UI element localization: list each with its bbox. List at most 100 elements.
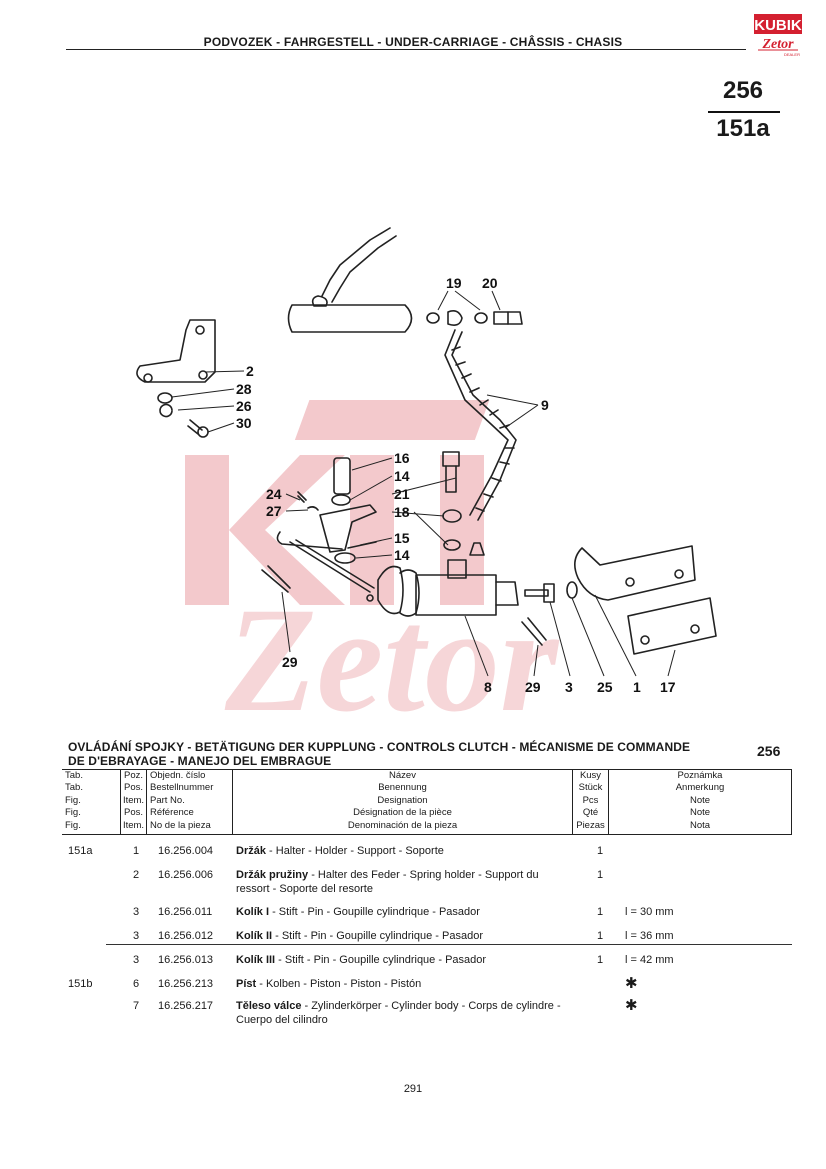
header-line: Designation — [377, 794, 428, 806]
cell-description: Držák - Halter - Holder - Support - Sopo… — [236, 844, 566, 858]
cell-note: l = 42 mm — [625, 954, 674, 966]
header-line: Item. — [122, 794, 145, 806]
cell-quantity: 1 — [596, 906, 604, 918]
header-line: No de la pieza — [150, 819, 211, 831]
callout-29-left: 29 — [282, 654, 298, 670]
kubik-zetor-logo: KUBIK Zetor DEALER — [754, 14, 802, 57]
header-line: Pcs — [582, 794, 599, 806]
cell-quantity: 1 — [596, 845, 604, 857]
cell-description: Těleso válce - Zylinderkörper - Cylinder… — [236, 999, 566, 1027]
description-name-cs: Píst — [236, 978, 257, 990]
header-line: Fig. — [65, 807, 81, 819]
description-translations: - Halter des Feder - Spring holder - Sup… — [236, 869, 539, 895]
cell-quantity: 1 — [596, 954, 604, 966]
cell-tab: 151b — [68, 978, 93, 990]
cell-quantity: 1 — [596, 869, 604, 881]
callout-29-right: 29 — [525, 679, 541, 695]
header-line: Nota — [689, 819, 711, 831]
callout-25: 25 — [597, 679, 613, 695]
page-footer-number: 291 — [403, 1083, 423, 1095]
cell-part-number: 16.256.012 — [158, 930, 214, 942]
logo-dealer-text: DEALER — [784, 52, 800, 57]
cell-note: l = 36 mm — [625, 930, 674, 942]
cell-description: Držák pružiny - Halter des Feder - Sprin… — [236, 868, 566, 896]
logo-kubik-text: KUBIK — [754, 17, 802, 34]
bracket-2 — [136, 319, 216, 383]
description-translations: - Zylinderkörper - Cylinder body - Corps… — [236, 1000, 561, 1026]
header-line: Pos. — [123, 807, 143, 819]
header-line: Note — [689, 807, 711, 819]
callout-21: 21 — [394, 486, 410, 502]
description-name-cs: Držák — [236, 845, 266, 857]
callout-20: 20 — [482, 275, 498, 291]
header-line: Part No. — [150, 794, 185, 806]
section-title-line2: DE D'EBRAYAGE - MANEJO DEL EMBRAGUE — [68, 754, 332, 768]
header-line: Fig. — [65, 819, 81, 831]
cell-note: ✱ — [625, 975, 638, 992]
callout-27: 27 — [266, 503, 282, 519]
header-line: Poz. — [123, 770, 143, 781]
header-line: Objedn. číslo — [150, 770, 206, 781]
header-line: Désignation de la pièce — [353, 807, 452, 819]
page-sub-number: 151a — [716, 115, 770, 142]
header-rule — [66, 49, 746, 50]
header-line: Pos. — [123, 782, 143, 794]
cell-description: Kolík III - Stift - Pin - Goupille cylin… — [236, 953, 566, 967]
cell-description: Kolík I - Stift - Pin - Goupille cylindr… — [236, 905, 566, 919]
callout-3: 3 — [565, 679, 573, 695]
cell-pos: 7 — [132, 1000, 140, 1012]
header-line: Název — [389, 770, 416, 781]
description-translations: - Stift - Pin - Goupille cylindrique - P… — [272, 930, 483, 942]
header-line: Poznámka — [677, 770, 723, 781]
page-header-title: PODVOZEK - FAHRGESTELL - UNDER-CARRIAGE … — [203, 35, 623, 49]
section-title: OVLÁDÁNÍ SPOJKY - BETÄTIGUNG DER KUPPLUN… — [68, 740, 758, 768]
description-translations: - Kolben - Piston - Piston - Pistón — [256, 978, 422, 990]
section-title-line1: OVLÁDÁNÍ SPOJKY - BETÄTIGUNG DER KUPPLUN… — [68, 740, 691, 754]
header-line: Note — [689, 794, 711, 806]
col-pos: Poz.Pos.Item.Pos.Item. — [120, 770, 146, 834]
cell-pos: 3 — [132, 906, 140, 918]
callout-8: 8 — [484, 679, 492, 695]
callout-1: 1 — [633, 679, 641, 695]
header-line: Tab. — [65, 770, 83, 781]
header-line: Piezas — [576, 819, 605, 831]
header-line: Anmerkung — [675, 782, 725, 794]
cell-quantity: 1 — [596, 930, 604, 942]
parts-table-header: Tab.Tab.Fig.Fig.Fig. Poz.Pos.Item.Pos.It… — [62, 769, 792, 835]
cell-part-number: 16.256.011 — [158, 906, 213, 918]
callout-15: 15 — [394, 530, 410, 546]
header-line: Qté — [582, 807, 599, 819]
cell-part-number: 16.256.004 — [158, 845, 214, 857]
cell-pos: 3 — [132, 930, 140, 942]
callout-18: 18 — [394, 504, 410, 520]
header-line: Benennung — [378, 782, 427, 794]
logo-zetor-text: Zetor — [761, 37, 794, 52]
callout-24: 24 — [266, 486, 282, 502]
callout-14: 14 — [394, 468, 410, 484]
description-name-cs: Kolík II — [236, 930, 273, 942]
callout-30: 30 — [236, 415, 252, 431]
header-line: Item. — [122, 819, 145, 831]
callout-2: 2 — [246, 363, 254, 379]
header-line: Kusy — [579, 770, 602, 781]
description-translations: - Stift - Pin - Goupille cylindrique - P… — [275, 954, 487, 966]
cell-tab: 151a — [68, 845, 93, 857]
cell-pos: 2 — [132, 869, 140, 881]
cell-note: l = 30 mm — [625, 906, 674, 918]
description-name-cs: Držák pružiny — [236, 869, 309, 881]
header-line: Bestellnummer — [150, 782, 214, 794]
description-name-cs: Kolík III — [236, 954, 276, 966]
description-translations: - Stift - Pin - Goupille cylindrique - P… — [269, 906, 480, 918]
description-name-cs: Kolík I — [236, 906, 270, 918]
cell-pos: 1 — [132, 845, 140, 857]
cell-part-number: 16.256.217 — [158, 1000, 214, 1012]
header-line: Denominación de la pieza — [347, 819, 458, 831]
callout-17: 17 — [660, 679, 676, 695]
cell-description: Píst - Kolben - Piston - Piston - Pistón — [236, 977, 566, 991]
callout-28: 28 — [236, 381, 252, 397]
page-number-rule — [708, 111, 780, 113]
upper-cylinder — [287, 304, 413, 333]
